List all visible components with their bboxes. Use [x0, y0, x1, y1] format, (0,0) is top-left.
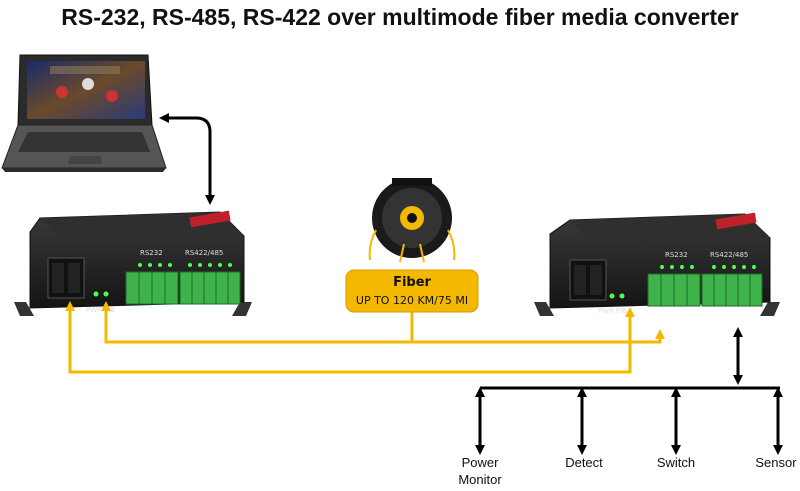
fiber-reel-icon	[368, 178, 456, 263]
right-leds	[660, 265, 756, 269]
left-led-pwr-label: PWR	[86, 306, 102, 314]
right-led-fib-label: FIB	[616, 307, 627, 315]
right-terminal-rs422	[701, 273, 763, 307]
device-label-switch: Switch	[657, 455, 695, 470]
laptop-link-arrow	[159, 113, 215, 205]
fiber-subtitle: UP TO 120 KM/75 MI	[356, 294, 468, 307]
page-title: RS-232, RS-485, RS-422 over multimode fi…	[61, 4, 739, 30]
fiber-info-box: Fiber UP TO 120 KM/75 MI	[345, 269, 479, 313]
left-port-rs422-label: RS422/485	[185, 249, 223, 257]
laptop-icon	[1, 54, 167, 172]
field-bus	[475, 327, 783, 455]
right-port-rs232-label: RS232	[665, 251, 688, 259]
left-port-rs232-label: RS232	[140, 249, 163, 257]
left-leds	[138, 263, 232, 267]
right-led-pwr-label: PWR	[598, 307, 614, 315]
fiber-links	[65, 301, 665, 374]
device-label-sensor: Sensor	[755, 455, 797, 470]
fiber-title: Fiber	[393, 275, 431, 290]
device-label-monitor: Monitor	[458, 472, 502, 487]
device-label-detect: Detect	[565, 455, 603, 470]
converter-left: PWR FIB RS232 RS422/485	[14, 210, 252, 316]
device-label-power: Power	[462, 455, 500, 470]
right-port-rs422-label: RS422/485	[710, 251, 748, 259]
converter-right: PWR FIB RS232 RS422/485	[534, 212, 780, 316]
left-terminal-rs422	[179, 271, 241, 305]
